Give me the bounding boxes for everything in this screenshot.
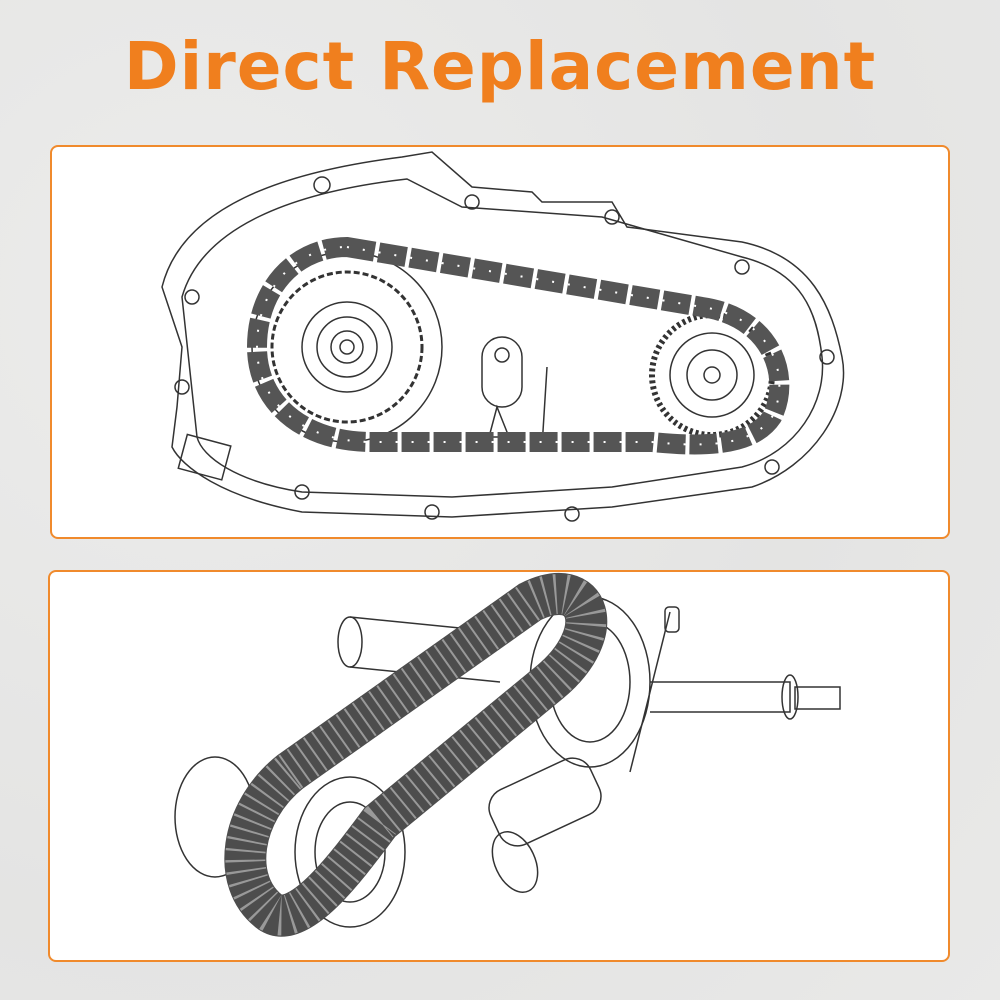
front-view-panel <box>50 145 950 539</box>
transfer-case-assembly-illustration <box>174 573 841 937</box>
transfer-case-front-illustration <box>161 151 845 522</box>
page-title: Direct Replacement <box>123 28 877 105</box>
shaft-assembly-panel <box>48 570 950 962</box>
chain-icon <box>246 236 790 455</box>
